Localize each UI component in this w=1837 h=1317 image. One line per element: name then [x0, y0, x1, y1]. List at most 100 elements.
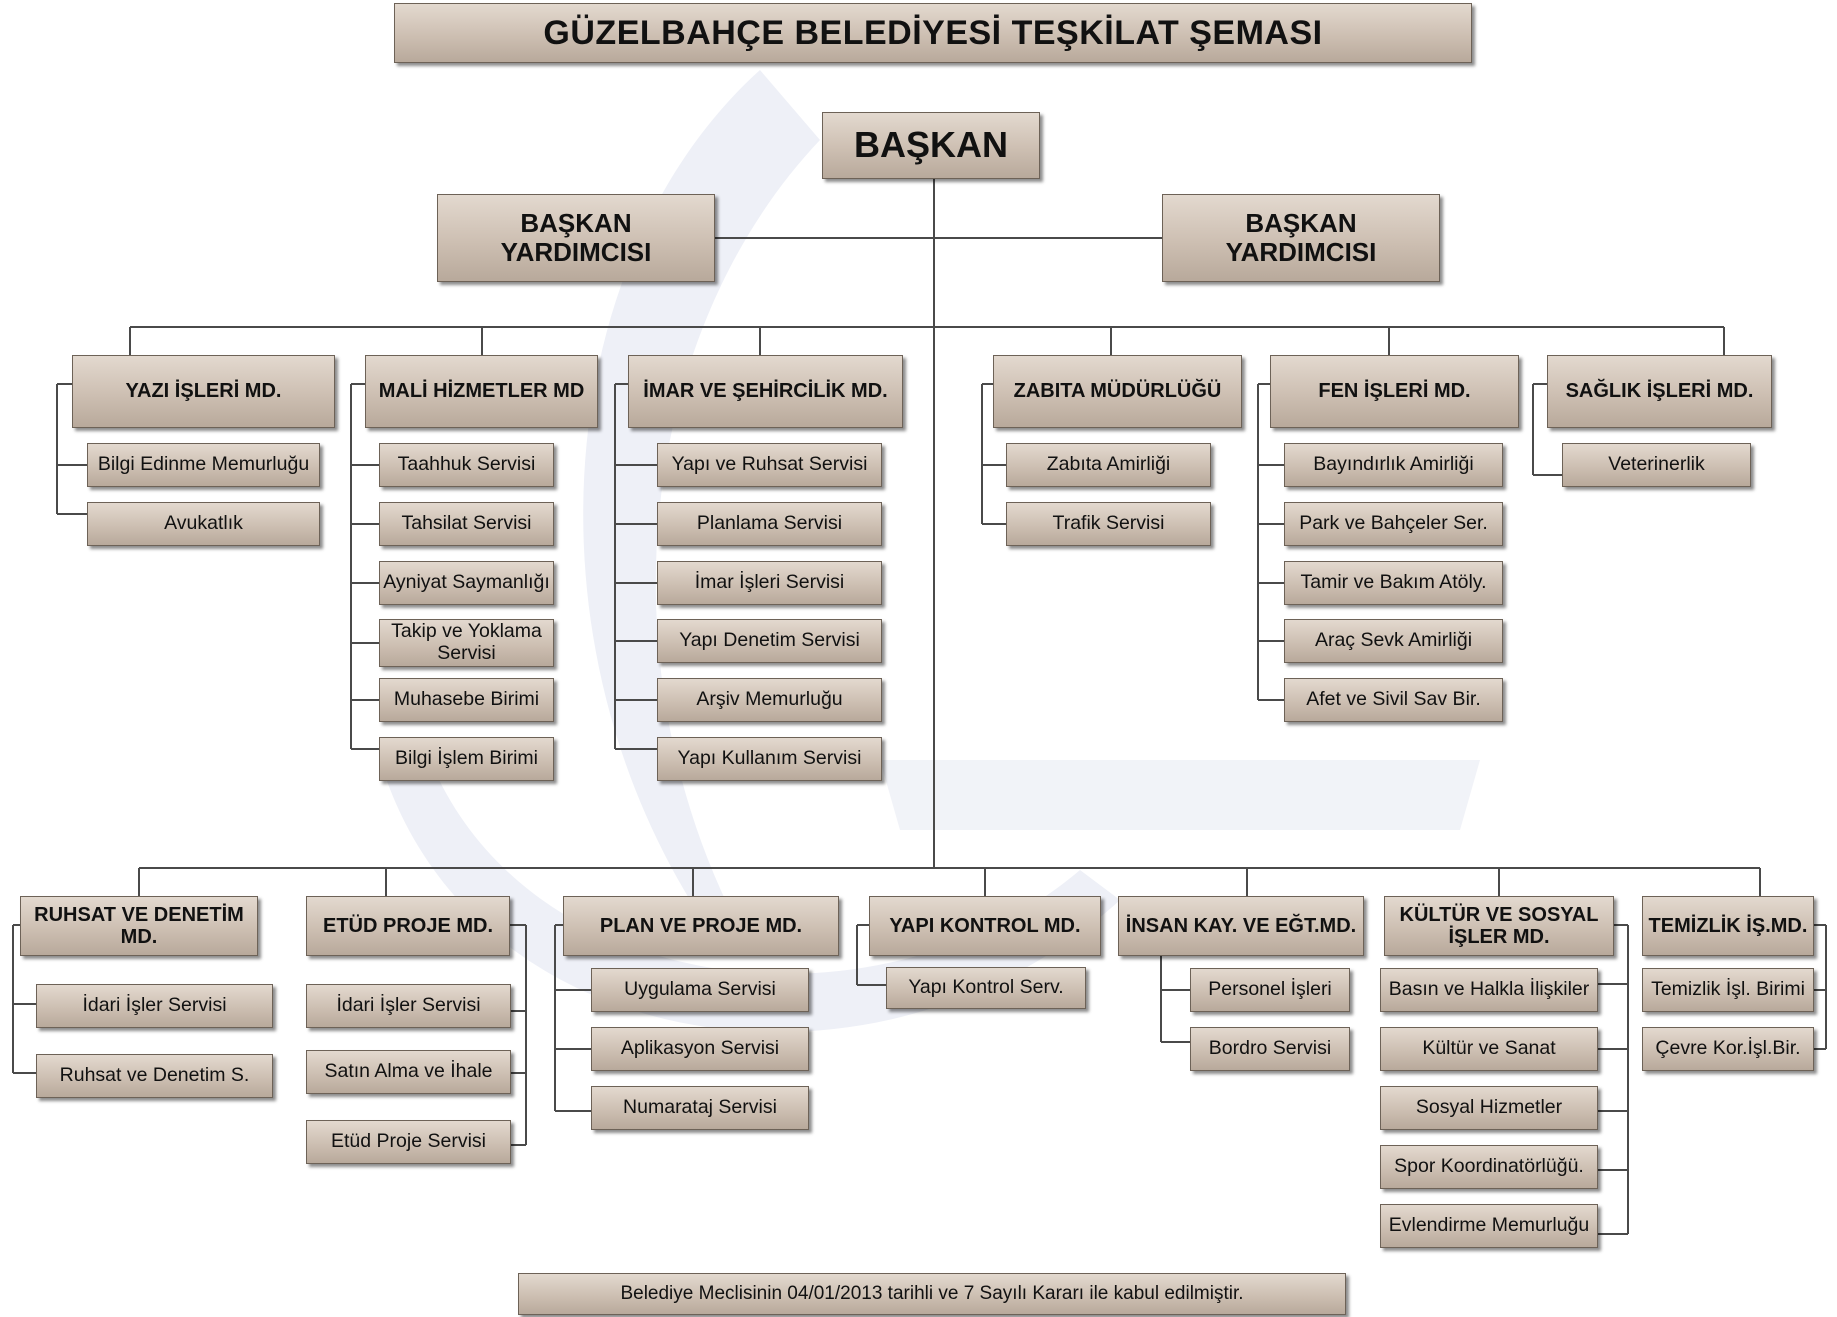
unit-evlendirme: Evlendirme Memurluğu	[1380, 1204, 1598, 1248]
unit-veterinerlik: Veterinerlik	[1562, 443, 1751, 487]
unit-bilgi-edinme: Bilgi Edinme Memurluğu	[87, 443, 320, 487]
unit-label: Afet ve Sivil Sav Bir.	[1306, 688, 1481, 711]
chart-title: GÜZELBAHÇE BELEDİYESİ TEŞKİLAT ŞEMASI	[394, 3, 1472, 63]
dept-etud-proje: ETÜD PROJE MD.	[306, 896, 510, 956]
unit-label: Araç Sevk Amirliği	[1314, 629, 1473, 652]
unit-label: Ayniyat Saymanlığı	[383, 571, 550, 594]
deputy-mayor-right-box: BAŞKAN YARDIMCISI	[1162, 194, 1440, 282]
dept-temizlik-label: TEMİZLİK İŞ.MD.	[1648, 914, 1808, 937]
unit-takip-yoklama: Takip ve Yoklama Servisi	[379, 619, 554, 667]
unit-imar-isleri: İmar İşleri Servisi	[657, 561, 882, 605]
dept-fen-isleri-label: FEN İŞLERİ MD.	[1318, 380, 1471, 403]
unit-label: Taahhuk Servisi	[397, 453, 536, 476]
dept-kultur-sosyal: KÜLTÜR VE SOSYAL İŞLER MD.	[1384, 896, 1614, 956]
approval-note-text: Belediye Meclisinin 04/01/2013 tarihli v…	[620, 1283, 1244, 1305]
unit-label: Temizlik İşl. Birimi	[1651, 978, 1805, 1001]
unit-label: Ruhsat ve Denetim S.	[59, 1064, 250, 1087]
unit-label: Çevre Kor.İşl.Bir.	[1655, 1037, 1801, 1060]
dept-plan-proje: PLAN VE PROJE MD.	[563, 896, 839, 956]
unit-label: İdari İşler Servisi	[82, 994, 227, 1017]
unit-basin-halkla: Basın ve Halkla İlişkiler	[1380, 968, 1598, 1012]
dept-saglik-isleri: SAĞLIK İŞLERİ MD.	[1547, 355, 1772, 428]
unit-kultur-sanat: Kültür ve Sanat	[1380, 1027, 1598, 1071]
unit-bordro: Bordro Servisi	[1190, 1027, 1350, 1071]
unit-satin-alma: Satın Alma ve İhale	[306, 1050, 511, 1094]
approval-note: Belediye Meclisinin 04/01/2013 tarihli v…	[518, 1273, 1346, 1315]
unit-label: Park ve Bahçeler Ser.	[1299, 512, 1488, 535]
unit-label: Bilgi İşlem Birimi	[394, 747, 538, 770]
dept-imar-sehircilik-label: İMAR VE ŞEHİRCİLİK MD.	[643, 380, 888, 403]
unit-planlama: Planlama Servisi	[657, 502, 882, 546]
deputy-mayor-left-line1: BAŞKAN	[520, 207, 632, 238]
unit-label: Evlendirme Memurluğu	[1388, 1214, 1590, 1237]
deputy-mayor-left-line2: YARDIMCISI	[500, 237, 652, 267]
unit-label: Muhasebe Birimi	[393, 688, 540, 711]
unit-yapi-kullanim: Yapı Kullanım Servisi	[657, 737, 882, 781]
unit-ruhsat-denetim-s: Ruhsat ve Denetim S.	[36, 1054, 273, 1098]
unit-arsiv: Arşiv Memurluğu	[657, 678, 882, 722]
unit-numarataj: Numarataj Servisi	[591, 1086, 809, 1130]
dept-yazi-isleri-label: YAZI İŞLERİ MD.	[125, 380, 282, 403]
unit-label: Kültür ve Sanat	[1422, 1037, 1556, 1060]
unit-label: Planlama Servisi	[696, 512, 843, 535]
dept-ruhsat-denetim-label: RUHSAT VE DENETİM MD.	[34, 903, 244, 948]
unit-sosyal-hizmetler: Sosyal Hizmetler	[1380, 1086, 1598, 1130]
unit-label: İdari İşler Servisi	[336, 994, 481, 1017]
unit-tamir-bakim: Tamir ve Bakım Atöly.	[1284, 561, 1503, 605]
deputy-mayor-right-line2: YARDIMCISI	[1225, 237, 1377, 267]
dept-yapi-kontrol-label: YAPI KONTROL MD.	[889, 914, 1081, 937]
unit-idari-isler-2: İdari İşler Servisi	[306, 984, 511, 1028]
unit-trafik: Trafik Servisi	[1006, 502, 1211, 546]
dept-fen-isleri: FEN İŞLERİ MD.	[1270, 355, 1519, 428]
dept-zabita-label: ZABITA MÜDÜRLÜĞÜ	[1013, 380, 1222, 403]
unit-cevre-koruma: Çevre Kor.İşl.Bir.	[1642, 1027, 1814, 1071]
unit-arac-sevk: Araç Sevk Amirliği	[1284, 619, 1503, 663]
dept-etud-proje-label: ETÜD PROJE MD.	[322, 914, 494, 937]
unit-label: Zabıta Amirliği	[1046, 453, 1171, 476]
unit-zabita-amirligi: Zabıta Amirliği	[1006, 443, 1211, 487]
unit-label: Personel İşleri	[1208, 978, 1332, 1001]
unit-label: Yapı Denetim Servisi	[679, 629, 860, 652]
unit-label: İmar İşleri Servisi	[694, 571, 845, 594]
dept-plan-proje-label: PLAN VE PROJE MD.	[599, 914, 803, 937]
unit-label: Basın ve Halkla İlişkiler	[1388, 978, 1590, 1001]
unit-bilgi-islem: Bilgi İşlem Birimi	[379, 737, 554, 781]
unit-label: Numarataj Servisi	[623, 1096, 777, 1119]
dept-imar-sehircilik: İMAR VE ŞEHİRCİLİK MD.	[628, 355, 903, 428]
dept-saglik-isleri-label: SAĞLIK İŞLERİ MD.	[1565, 380, 1754, 403]
dept-kultur-sosyal-label: KÜLTÜR VE SOSYAL İŞLER MD.	[1399, 903, 1599, 948]
unit-label: Yapı ve Ruhsat Servisi	[671, 453, 868, 476]
unit-bayindirlik: Bayındırlık Amirliği	[1284, 443, 1503, 487]
unit-yapi-kontrol-serv: Yapı Kontrol Serv.	[886, 967, 1086, 1009]
dept-insan-kaynaklari-label: İNSAN KAY. VE EĞT.MD.	[1125, 914, 1357, 937]
unit-label: Arşiv Memurluğu	[696, 688, 843, 711]
unit-idari-isler-1: İdari İşler Servisi	[36, 984, 273, 1028]
unit-spor: Spor Koordinatörlüğü.	[1380, 1145, 1598, 1189]
unit-label: Uygulama Servisi	[624, 978, 776, 1001]
unit-label: Tamir ve Bakım Atöly.	[1300, 571, 1487, 594]
unit-label: Satın Alma ve İhale	[324, 1060, 493, 1083]
unit-label: Yapı Kullanım Servisi	[677, 747, 862, 770]
unit-label: Bordro Servisi	[1208, 1037, 1332, 1060]
unit-personel-isleri: Personel İşleri	[1190, 968, 1350, 1012]
dept-temizlik: TEMİZLİK İŞ.MD.	[1642, 896, 1814, 956]
unit-label: Bilgi Edinme Memurluğu	[97, 453, 310, 476]
dept-yapi-kontrol: YAPI KONTROL MD.	[869, 896, 1101, 956]
unit-temizlik-birimi: Temizlik İşl. Birimi	[1642, 968, 1814, 1012]
unit-label: Yapı Kontrol Serv.	[908, 976, 1064, 999]
unit-label: Veterinerlik	[1608, 453, 1705, 476]
unit-label: Bayındırlık Amirliği	[1313, 453, 1474, 476]
mayor-box: BAŞKAN	[822, 112, 1040, 179]
unit-label: Spor Koordinatörlüğü.	[1394, 1155, 1584, 1178]
deputy-mayor-right-line1: BAŞKAN	[1245, 207, 1357, 238]
unit-etud-proje-servisi: Etüd Proje Servisi	[306, 1120, 511, 1164]
unit-yapi-ruhsat: Yapı ve Ruhsat Servisi	[657, 443, 882, 487]
dept-zabita: ZABITA MÜDÜRLÜĞÜ	[993, 355, 1242, 428]
unit-label: Takip ve Yoklama Servisi	[391, 620, 542, 664]
dept-ruhsat-denetim: RUHSAT VE DENETİM MD.	[20, 896, 258, 956]
unit-label: Aplikasyon Servisi	[620, 1037, 780, 1060]
unit-tahsilat: Tahsilat Servisi	[379, 502, 554, 546]
mayor-label: BAŞKAN	[853, 124, 1008, 166]
dept-yazi-isleri: YAZI İŞLERİ MD.	[72, 355, 335, 428]
